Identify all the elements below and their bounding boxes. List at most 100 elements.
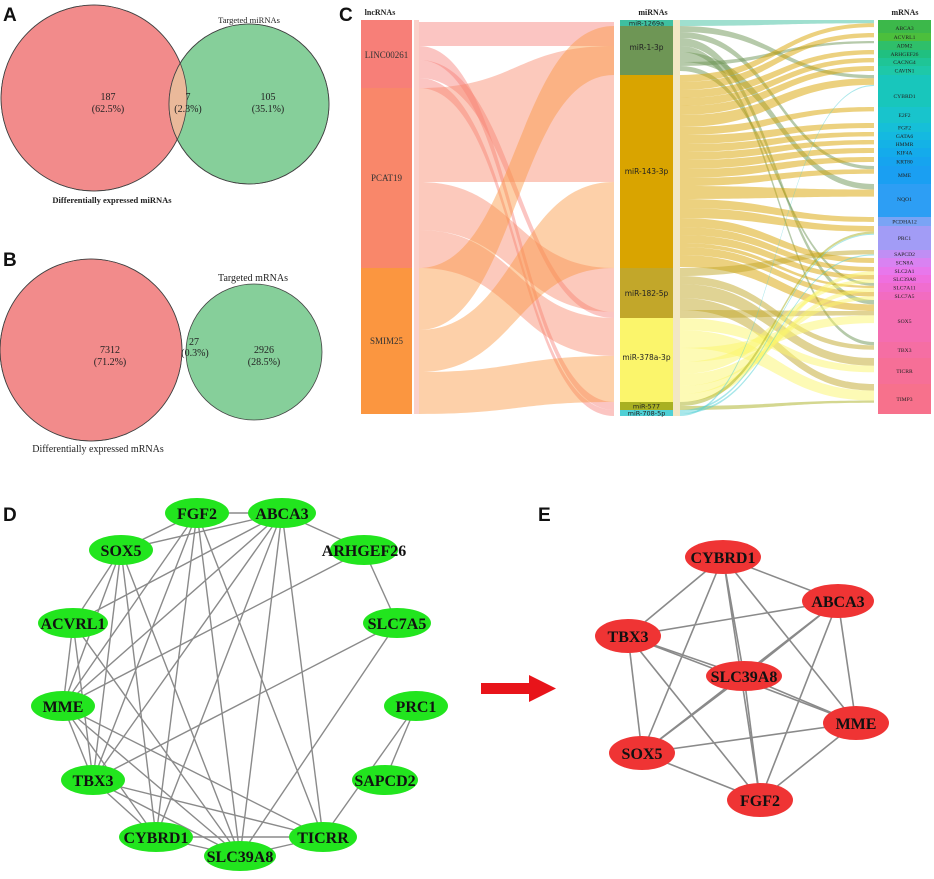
sankey-node-fgf2 [878, 123, 931, 132]
sankey-link-mir-143-3p-cavin1 [680, 66, 874, 115]
sankey-label-arhgef26: ARHGEF26 [891, 52, 919, 58]
venn-a-right-pct: (35.1%) [252, 104, 285, 115]
sankey-header-mirnas: miRNAs [638, 8, 667, 17]
edge-fgf2-ticrr [196, 512, 324, 838]
sankey-label-timp3: TIMP3 [896, 397, 912, 403]
sankey-link-mir-143-3p-slc39a8 [680, 235, 874, 280]
sankey-node-mir-182-5p [620, 268, 673, 318]
sankey-label-slc2a1: SLC2A1 [895, 269, 915, 275]
sankey-label-abca3: ABCA3 [895, 26, 914, 32]
network-d-label-cybrd1: CYBRD1 [124, 830, 189, 847]
edge-tbx3-sox5 [627, 635, 643, 754]
sankey-node-adm2 [878, 41, 931, 50]
sankey-node-prc1 [878, 226, 931, 250]
network-d-node-sapcd2 [352, 765, 418, 795]
sankey-link-mir-708-5p-prc1 [680, 233, 874, 412]
sankey-label-linc00261: LINC00261 [365, 50, 409, 60]
edge-abca3-mme [837, 600, 857, 724]
sankey-link-mir-143-3p-acvrl1 [680, 33, 874, 90]
sankey-node-krt80 [878, 157, 931, 166]
sankey-node-acvrl1 [878, 33, 931, 41]
sankey-label-kif4a: KIF4A [897, 151, 913, 157]
network-d-label-arhgef26: ARHGEF26 [322, 543, 406, 560]
sankey-node-slc39a8 [878, 275, 931, 283]
sankey-label-pcdha12: PCDHA12 [892, 220, 917, 226]
sankey-label-sox5: SOX5 [898, 319, 912, 325]
network-d-node-abca3 [248, 498, 316, 528]
venn-a-left-pct: (62.5%) [92, 104, 125, 115]
venn-a-right-count: 105 [261, 92, 276, 103]
sankey-label-mir-143-3p: miR-143-3p [625, 167, 669, 176]
network-d-node-fgf2 [165, 498, 229, 528]
network-d-node-acvrl1 [38, 608, 108, 638]
venn-b-left-pct: (71.2%) [94, 357, 127, 368]
edge-abca3-mme [62, 512, 283, 707]
sankey-label-acvrl1: ACVRL1 [894, 35, 916, 41]
network-e-label-slc39a8: SLC39A8 [711, 669, 778, 686]
network-e-node-tbx3 [595, 619, 661, 653]
network-d-label-sapcd2: SAPCD2 [354, 773, 415, 790]
edge-abca3-tbx3 [92, 512, 283, 781]
sankey-link-mir-143-3p-slc7a5 [680, 247, 874, 297]
network-d-label-abca3: ABCA3 [255, 506, 308, 523]
sankey-node-mir-1269a [620, 20, 673, 26]
edge-slc7a5-slc39a8 [239, 622, 398, 857]
sankey-link-mir-143-3p-cybrd1 [680, 78, 874, 127]
sankey-label-mir-1269a: miR-1269a [629, 20, 664, 28]
sankey-link-mir-378a-3p-slc39a8 [680, 279, 874, 374]
sankey-header-mrnas: mRNAs [891, 8, 918, 17]
panel-letter-c: C [339, 5, 353, 26]
sankey-label-mir-1-3p: miR-1-3p [629, 43, 663, 52]
sankey-link-mir-143-3p-hmmr [680, 140, 874, 160]
venn-a-overlap-count: 7 [186, 92, 191, 103]
edge-fgf2-mme [62, 512, 198, 707]
sankey-label-sapcd2: SAPCD2 [894, 252, 915, 258]
edge-acvrl1-slc39a8 [72, 622, 241, 857]
network-d-node-sox5 [89, 535, 153, 565]
sankey-label-mir-708-5p: miR-708-5p [628, 410, 666, 418]
sankey-label-mme: MME [898, 173, 912, 179]
sankey-label-fgf2: FGF2 [898, 126, 911, 132]
sankey-node-hmmr [878, 140, 931, 148]
edge-tbx3-fgf2 [627, 635, 761, 801]
sankey-node-linc00261 [361, 20, 412, 88]
network-e-node-slc39a8 [706, 661, 782, 691]
edge-sox5-cybrd1 [120, 549, 157, 838]
sankey-label-mir-378a-3p: miR-378a-3p [622, 353, 670, 362]
sankey-link-smim25-mir-1-3p [419, 26, 614, 330]
network-e-node-cybrd1 [685, 540, 761, 574]
sankey-node-smim25 [361, 268, 412, 414]
sankey-links-mi-m [673, 20, 874, 417]
sankey-link-mir-1-3p-sox5 [680, 38, 874, 305]
edge-sox5-slc39a8 [120, 549, 241, 857]
edge-fgf2-tbx3 [92, 512, 198, 781]
network-e-label-tbx3: TBX3 [608, 629, 649, 646]
venn-b-overlap-pct: (0.3%) [181, 348, 209, 359]
sankey-node-mir-577 [620, 402, 673, 410]
edge-sox5-tbx3 [92, 549, 122, 781]
sankey-label-adm2: ADM2 [897, 44, 913, 50]
sankey-link-pcat19-mir-182-5p [419, 182, 614, 312]
arrow-icon [481, 675, 556, 702]
sankey-label-hmmr: HMMR [896, 142, 914, 148]
sankey-link-smim25-mir-143-3p [419, 182, 614, 372]
edge-abca3-acvrl1 [72, 512, 283, 624]
network-d-label-ticrr: TICRR [297, 830, 349, 847]
sankey-node-timp3 [878, 384, 931, 414]
sankey-link-mir-182-5p-sapcd2 [680, 250, 874, 276]
sankey-link-mir-143-3p-mme [680, 169, 874, 186]
sankey-link-mir-378a-3p-slc7a11 [680, 287, 874, 394]
venn-diagram-a: 187 (62.5%) 7 (2.3%) 105 (35.1%) Targete… [0, 4, 330, 205]
sankey-node-pcat19 [361, 88, 412, 268]
sankey-link-mir-378a-3p-slc2a1 [680, 271, 874, 402]
venn-b-right-pct: (28.5%) [248, 357, 281, 368]
sankey-label-smim25: SMIM25 [370, 336, 404, 346]
sankey-link-mir-143-3p-slc2a1 [680, 227, 874, 272]
sankey-link-pcat19-mir-143-3p [419, 130, 614, 182]
sankey-node-slc7a11 [878, 283, 931, 292]
sankey-node-tbx3 [878, 342, 931, 358]
sankey-node-slc7a5 [878, 292, 931, 300]
sankey-link-mir-143-3p-fgf2 [680, 123, 874, 144]
